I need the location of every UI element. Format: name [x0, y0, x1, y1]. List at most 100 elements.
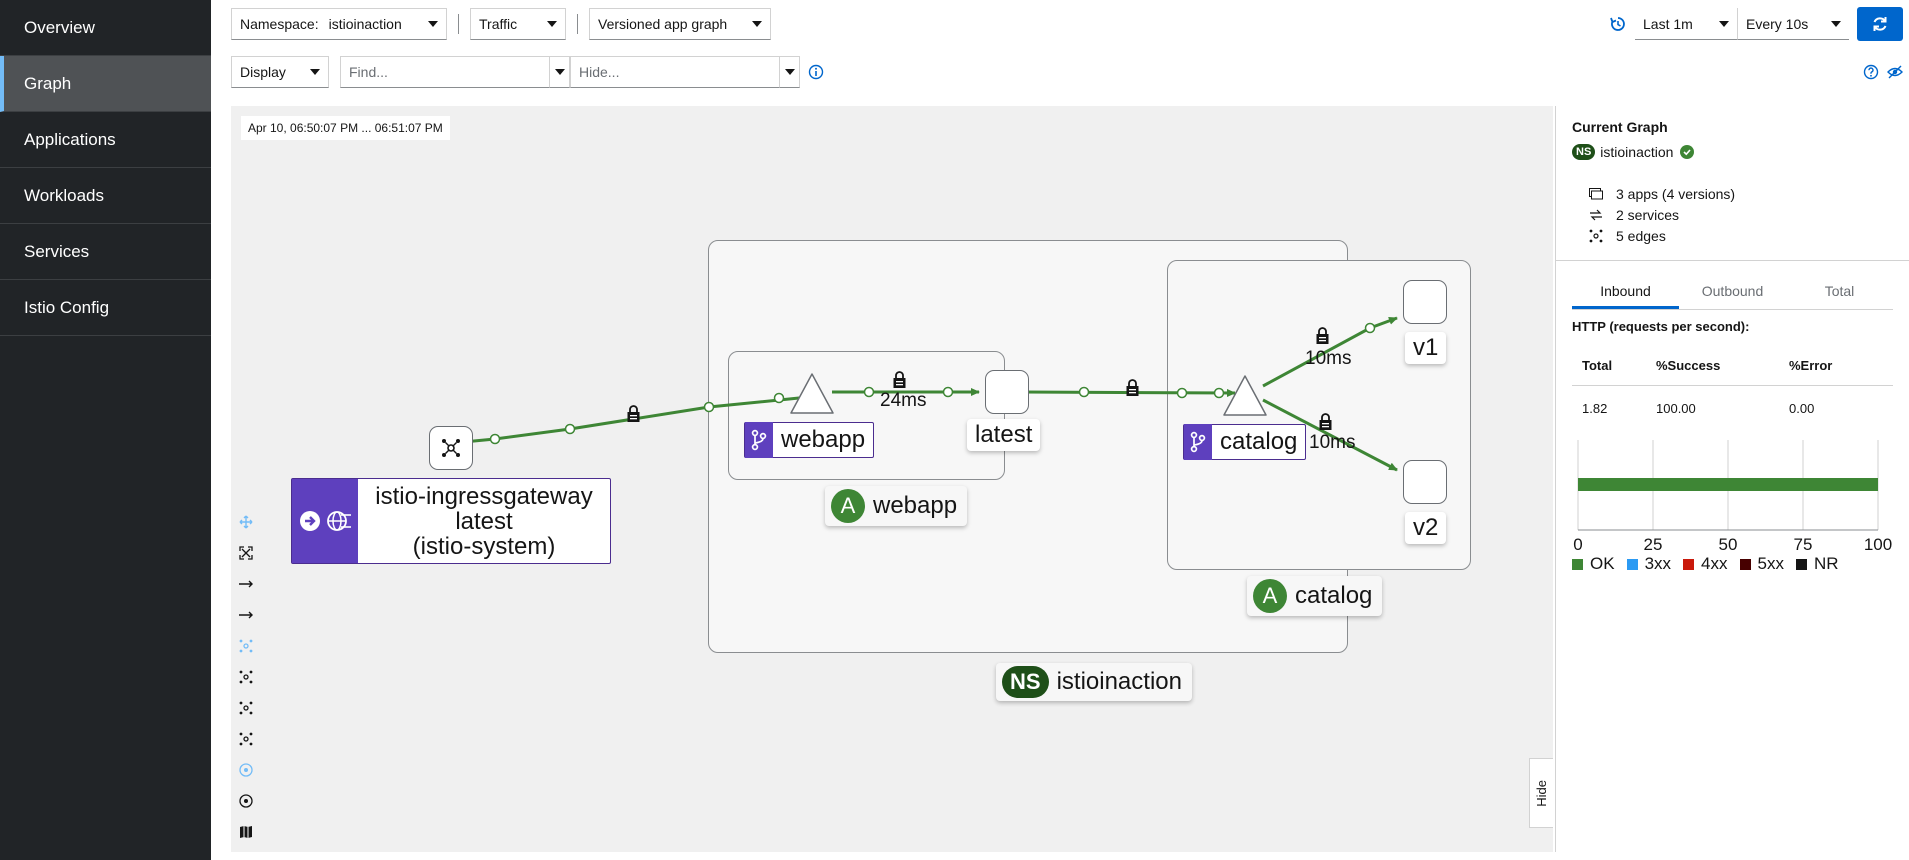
cluster-icon [442, 439, 460, 457]
catalog-v1-label: v1 [1405, 332, 1447, 364]
sidebar-item-applications[interactable]: Applications [0, 112, 211, 168]
layout-default-icon[interactable] [233, 630, 259, 661]
tour-icon[interactable] [1887, 64, 1903, 80]
services-icon [1586, 209, 1606, 221]
edge-latency-label: 24ms [880, 390, 927, 411]
namespace-badge: NS [1002, 666, 1049, 698]
sidebar-item-services[interactable]: Services [0, 224, 211, 280]
help-controls [1863, 64, 1903, 80]
graph-side-toolbar [233, 506, 259, 847]
info-icon[interactable] [808, 64, 824, 80]
find-history-toggle[interactable] [550, 56, 570, 88]
legend-map-icon[interactable] [233, 816, 259, 847]
namespace-layout-icon[interactable] [233, 754, 259, 785]
hide-panel-label: Hide [1534, 779, 1549, 807]
layout-arrow-icon[interactable] [233, 599, 259, 630]
sidebar-item-workloads[interactable]: Workloads [0, 168, 211, 224]
graph-type-dropdown[interactable]: Versioned app graph [589, 8, 771, 40]
graph-canvas[interactable]: Apr 10, 06:50:07 PM ... 06:51:07 PM [231, 106, 1553, 852]
chevron-down-icon [1831, 20, 1841, 27]
mtls-lock-icon [1319, 413, 1332, 430]
webapp-group-label[interactable]: A webapp [825, 486, 968, 526]
legend-label: 4xx [1701, 554, 1728, 573]
hide-input[interactable] [570, 56, 780, 88]
layout-1-icon[interactable] [233, 661, 259, 692]
legend-swatch [1739, 558, 1751, 570]
legend-item[interactable]: 3xx [1626, 554, 1671, 574]
catalog-service-node[interactable] [1223, 375, 1267, 416]
webapp-app-box[interactable] [728, 351, 1005, 480]
legend-item[interactable]: NR [1795, 554, 1839, 574]
catalog-v2-node[interactable] [1403, 460, 1447, 504]
sidebar-item-label: Istio Config [24, 297, 110, 317]
edge-latency-label: 10ms [1305, 348, 1352, 369]
webapp-latest-node[interactable] [985, 370, 1029, 414]
edges-count: 5 edges [1586, 228, 1666, 244]
legend-item[interactable]: OK [1572, 554, 1615, 574]
pan-icon[interactable] [233, 506, 259, 537]
sidebar-item-label: Workloads [24, 185, 104, 205]
legend-item[interactable]: 4xx [1683, 554, 1728, 574]
divider [577, 14, 578, 34]
legend-swatch [1683, 558, 1695, 570]
table-row: 1.82 100.00 0.00 [1572, 386, 1893, 430]
legend-swatch [1572, 558, 1583, 570]
namespace-dropdown[interactable]: Namespace: istioinaction [231, 8, 447, 40]
refresh-button[interactable] [1857, 7, 1903, 41]
webapp-group-name: webapp [873, 492, 958, 519]
catalog-v2-label: v2 [1405, 512, 1447, 544]
app-badge: A [1253, 579, 1287, 613]
duration-value: Last 1m [1643, 15, 1693, 32]
gateway-namespace: (istio-system) [412, 532, 556, 560]
gateway-node[interactable] [429, 426, 473, 470]
layout-arrow-icon[interactable] [233, 568, 259, 599]
find-input[interactable] [340, 56, 550, 88]
sidebar-item-graph[interactable]: Graph [0, 56, 211, 112]
catalog-group-label[interactable]: A catalog [1247, 576, 1383, 616]
tab-outbound[interactable]: Outbound [1701, 283, 1764, 299]
catalog-service-label[interactable]: catalog [1183, 424, 1307, 460]
hide-panel-tab[interactable]: Hide [1529, 758, 1553, 828]
edge-catalog-v2[interactable] [1262, 398, 1398, 472]
tick-label: 100 [1864, 535, 1892, 554]
namespace-layout-2-icon[interactable] [233, 785, 259, 816]
time-range-label: Apr 10, 06:50:07 PM ... 06:51:07 PM [241, 116, 450, 140]
layout-3-icon[interactable] [233, 723, 259, 754]
traffic-dropdown[interactable]: Traffic [470, 8, 566, 40]
display-dropdown[interactable]: Display [231, 56, 329, 88]
help-icon[interactable] [1863, 64, 1879, 80]
fit-to-screen-icon[interactable] [233, 537, 259, 568]
hide-history-toggle[interactable] [780, 56, 800, 88]
sidebar: Overview Graph Applications Workloads Se… [0, 0, 211, 860]
history-icon[interactable] [1609, 15, 1627, 33]
mtls-lock-icon [627, 405, 640, 422]
webapp-service-node[interactable] [790, 373, 834, 414]
duration-dropdown[interactable]: Last 1m [1635, 8, 1737, 40]
webapp-service-label[interactable]: webapp [744, 422, 875, 458]
legend-label: NR [1813, 554, 1839, 573]
catalog-v1-node[interactable] [1403, 280, 1447, 324]
chevron-down-icon [310, 69, 320, 75]
traffic-label: Traffic [479, 16, 518, 32]
panel-namespace[interactable]: NS istioinaction [1572, 144, 1695, 160]
tab-inbound[interactable]: Inbound [1572, 274, 1679, 309]
mtls-lock-icon [893, 371, 906, 388]
layout-2-icon[interactable] [233, 692, 259, 723]
applications-icon [1586, 188, 1606, 200]
legend-item[interactable]: 5xx [1739, 554, 1784, 574]
sidebar-item-istio-config[interactable]: Istio Config [0, 280, 211, 336]
gateway-name: istio-ingressgateway [375, 482, 593, 510]
catalog-service-name: catalog [1220, 428, 1298, 455]
bar-ok[interactable] [1578, 478, 1878, 491]
refresh-interval-value: Every 10s [1746, 15, 1809, 32]
edge-webapp-latest[interactable] [832, 386, 980, 398]
refresh-interval-dropdown[interactable]: Every 10s [1737, 8, 1849, 40]
edge-catalog-v1[interactable] [1262, 316, 1398, 388]
namespace-value: istioinaction [328, 16, 402, 32]
tick-label: 75 [1794, 535, 1813, 554]
column-header: %Success [1656, 358, 1721, 373]
sidebar-item-overview[interactable]: Overview [0, 0, 211, 56]
gateway-label[interactable]: istio-ingressgateway latest (istio-syste… [291, 478, 611, 564]
namespace-group-label[interactable]: NS istioinaction [996, 663, 1192, 701]
tab-total[interactable]: Total [1824, 283, 1855, 299]
